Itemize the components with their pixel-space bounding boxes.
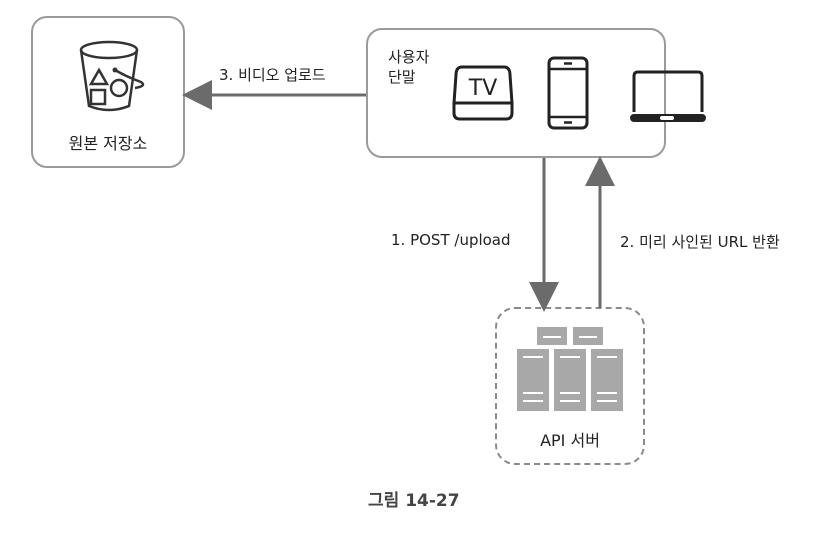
tablet-icon <box>547 56 589 130</box>
api-server-label: API 서버 <box>540 431 600 450</box>
bucket-icon <box>79 40 145 112</box>
api-server-node: API 서버 <box>495 307 645 465</box>
tv-icon: TV <box>452 65 514 121</box>
storage-label: 원본 저장소 <box>68 134 148 153</box>
client-label-line2: 단말 <box>388 68 416 86</box>
server-icon <box>517 327 623 411</box>
client-node: 사용자 단말 TV <box>366 28 706 158</box>
laptop-icon <box>630 70 706 122</box>
tv-text: TV <box>468 76 498 101</box>
edge-label-return-url: 2. 미리 사인된 URL 반환 <box>620 233 780 251</box>
edge-label-upload-video: 3. 비디오 업로드 <box>219 66 326 84</box>
storage-node: 원본 저장소 <box>31 16 185 168</box>
edge-label-post-upload: 1. POST /upload <box>391 231 511 249</box>
client-label-line1: 사용자 <box>388 48 430 66</box>
figure-caption: 그림 14-27 <box>368 491 460 511</box>
